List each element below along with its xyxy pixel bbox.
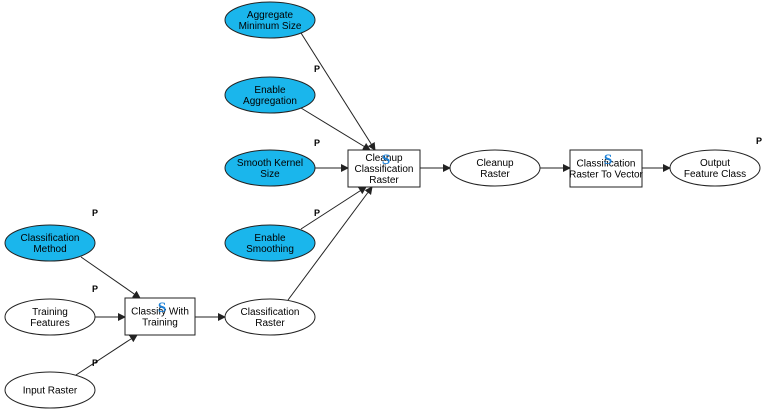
enable-smoothing-label-line-1: Enable xyxy=(254,233,286,244)
smooth-kernel-size-label-line-1: Smooth Kernel xyxy=(237,158,303,169)
aggregate-min-size-shape xyxy=(224,1,316,39)
enable-aggregation-label-line-2: Aggregation xyxy=(243,96,297,107)
training-features-label-line-1: Training xyxy=(32,307,68,318)
classification-raster-label-line-1: Classification xyxy=(241,307,300,318)
classification-raster-to-vector-label-line-1: Classification xyxy=(577,159,636,170)
output-feature-class-shape xyxy=(669,149,761,187)
enable-aggregation-label-line-1: Enable xyxy=(254,85,286,96)
output-feature-class-label-line-1: Output xyxy=(700,158,730,169)
cleanup-classification-raster-label-line-1: Cleanup xyxy=(365,153,403,164)
edge-input-raster-to-classify[interactable] xyxy=(75,334,138,376)
cleanup-raster-shape xyxy=(449,149,541,187)
classification-method-parameter-marker: P xyxy=(92,208,98,218)
classification-method-label-line-2: Method xyxy=(33,244,66,255)
classify-with-training-label-line-1: Classify With xyxy=(131,307,189,318)
edge-aggregate-min-size-to-cleanup[interactable] xyxy=(300,32,376,151)
output-feature-class-parameter-marker: P xyxy=(756,136,762,146)
cleanup-classification-raster-shape xyxy=(347,149,421,188)
cleanup-classification-raster-label-line-3: Raster xyxy=(369,175,399,186)
smooth-kernel-size-shape xyxy=(224,149,316,187)
enable-aggregation-shape xyxy=(224,76,316,114)
aggregate-min-size-label-line-1: Aggregate xyxy=(247,10,294,21)
classification-raster-to-vector-label-line-2: Raster To Vector xyxy=(569,170,643,181)
input-raster-parameter-marker: P xyxy=(92,358,98,368)
cleanup-raster-label-line-1: Cleanup xyxy=(476,158,514,169)
edge-classification-raster-to-cleanup[interactable] xyxy=(287,186,373,301)
classify-with-training-shape xyxy=(124,297,196,336)
enable-smoothing-shape xyxy=(224,224,316,262)
training-features-shape xyxy=(4,298,96,336)
script-tool-icon: S xyxy=(604,152,612,168)
output-feature-class-label-line-2: Feature Class xyxy=(684,169,746,180)
input-raster-data-node[interactable]: Input Raster xyxy=(4,371,96,409)
input-raster-label-line-1: Input Raster xyxy=(23,386,78,397)
script-tool-icon: S xyxy=(158,300,166,316)
aggregate-min-size-label-line-2: Minimum Size xyxy=(239,21,302,32)
classify-with-training-label-line-2: Training xyxy=(142,318,178,329)
training-features-parameter-marker: P xyxy=(92,284,98,294)
classification-method-label-line-1: Classification xyxy=(21,233,80,244)
smooth-kernel-size-parameter-marker: P xyxy=(314,138,320,148)
connector-layer xyxy=(75,32,671,376)
classification-raster-label-line-2: Raster xyxy=(255,318,285,329)
edge-classification-method-to-classify[interactable] xyxy=(80,256,141,299)
script-tool-icon: S xyxy=(382,152,390,168)
classification-raster-to-vector-shape xyxy=(569,149,643,188)
cleanup-classification-raster-label-line-2: Classification xyxy=(355,164,414,175)
training-features-label-line-2: Features xyxy=(30,318,69,329)
classification-method-shape xyxy=(4,224,96,262)
classification-raster-shape xyxy=(224,298,316,336)
cleanup-raster-label-line-2: Raster xyxy=(480,169,510,180)
enable-smoothing-parameter-marker: P xyxy=(314,208,320,218)
edge-enable-smoothing-to-cleanup[interactable] xyxy=(300,186,367,230)
input-raster-shape xyxy=(4,371,96,409)
parameter-marker-layer: P P P P P P P xyxy=(92,64,762,368)
smooth-kernel-size-label-line-2: Size xyxy=(260,169,280,180)
enable-smoothing-label-line-2: Smoothing xyxy=(246,244,294,255)
aggregate-min-size-parameter-marker: P xyxy=(314,64,320,74)
edge-enable-aggregation-to-cleanup[interactable] xyxy=(300,107,371,151)
